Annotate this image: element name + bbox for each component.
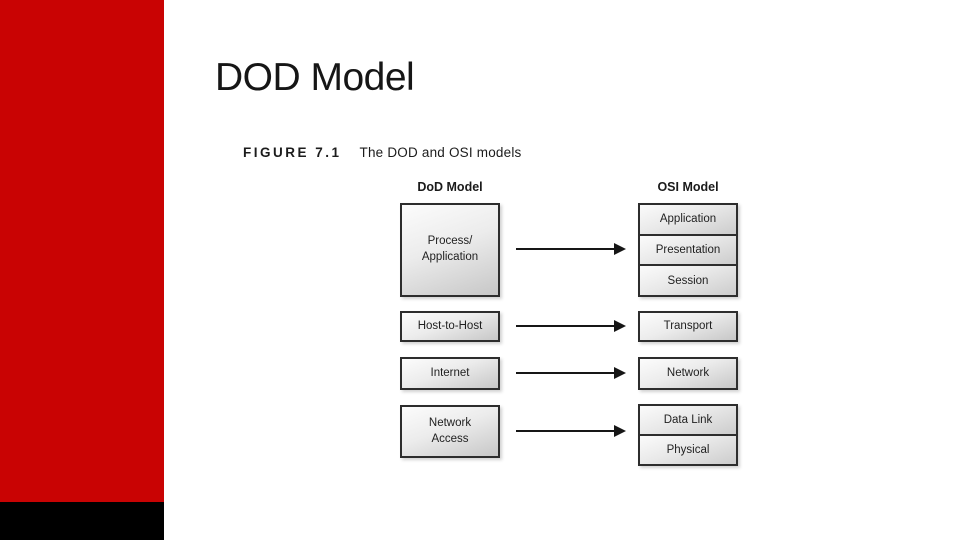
arrow-head-icon (614, 367, 626, 379)
arrow-netaccess-to-lower-osi (516, 425, 626, 437)
osi-column-header: OSI Model (657, 180, 719, 194)
arrow-line (516, 325, 615, 327)
sidebar-accent-bar (0, 0, 164, 502)
figure-number-label: FIGURE 7.1 (243, 145, 342, 160)
application-box: Application (640, 205, 736, 234)
arrow-line (516, 248, 615, 250)
figure-caption-text: The DOD and OSI models (359, 145, 522, 160)
dod-column-header: DoD Model (417, 180, 483, 194)
transport-box: Transport (638, 311, 738, 342)
figure-caption: FIGURE 7.1 The DOD and OSI models (243, 145, 522, 160)
presentation-box: Presentation (640, 233, 736, 265)
arrow-process-to-upper-osi (516, 243, 626, 255)
internet-box: Internet (400, 357, 500, 390)
arrow-head-icon (614, 320, 626, 332)
process-application-box: Process/ Application (400, 203, 500, 297)
arrow-head-icon (614, 243, 626, 255)
osi-upper-group-box: Application Presentation Session (638, 203, 738, 297)
arrow-host-to-transport (516, 320, 626, 332)
arrow-line (516, 372, 615, 374)
host-to-host-box: Host-to-Host (400, 311, 500, 342)
arrow-head-icon (614, 425, 626, 437)
arrow-internet-to-network (516, 367, 626, 379)
network-access-box: Network Access (400, 405, 500, 458)
physical-box: Physical (640, 434, 736, 464)
sidebar-footer-bar (0, 502, 164, 540)
osi-lower-group-box: Data Link Physical (638, 404, 738, 466)
data-link-box: Data Link (640, 406, 736, 434)
network-box: Network (638, 357, 738, 390)
session-box: Session (640, 264, 736, 296)
slide-title: DOD Model (215, 56, 415, 99)
arrow-line (516, 430, 615, 432)
